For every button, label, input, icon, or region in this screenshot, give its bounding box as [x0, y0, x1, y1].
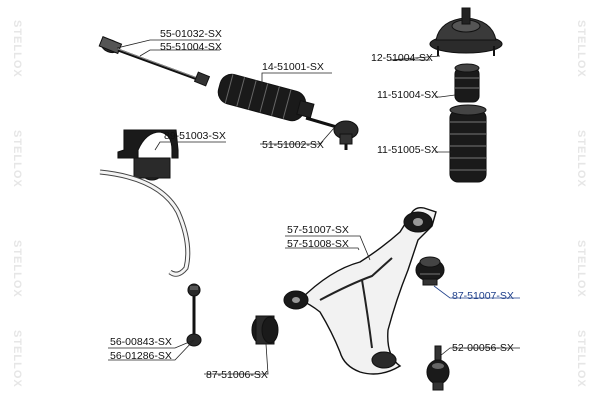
svg-text:STELLOX: STELLOX — [575, 330, 587, 388]
lower-control-arm-part[interactable] — [283, 206, 437, 375]
label-arm-alt[interactable]: 57-51008-SX — [287, 238, 349, 250]
watermark-right: STELLOX STELLOX STELLOX STELLOX — [575, 20, 587, 388]
label-link[interactable]: 56-00843-SX — [110, 336, 172, 348]
label-dust-cover[interactable]: 11-51005-SX — [377, 144, 438, 156]
svg-text:STELLOX: STELLOX — [11, 130, 23, 188]
label-front-bushing[interactable]: 87-51006-SX — [206, 369, 268, 381]
label-tie-rod-alt[interactable]: 55-51004-SX — [160, 41, 222, 53]
watermark-left: STELLOX STELLOX STELLOX STELLOX — [11, 20, 23, 388]
svg-text:STELLOX: STELLOX — [11, 330, 23, 388]
stabilizer-bar-part — [99, 169, 191, 277]
svg-text:STELLOX: STELLOX — [11, 240, 23, 298]
inner-tie-rod-part[interactable] — [98, 36, 211, 87]
strut-mount-part[interactable] — [429, 7, 503, 56]
leader-lines — [108, 39, 520, 375]
stabilizer-bushing-part[interactable] — [117, 129, 179, 181]
tie-rod-end-part[interactable] — [305, 116, 359, 150]
label-stab-bushing[interactable]: 89-51003-SX — [164, 130, 226, 142]
svg-text:STELLOX: STELLOX — [575, 130, 587, 188]
steering-boot-part[interactable] — [216, 72, 316, 126]
label-boot[interactable]: 14-51001-SX — [262, 61, 324, 73]
label-ball-joint[interactable]: 52-00056-SX — [452, 342, 514, 354]
svg-text:STELLOX: STELLOX — [575, 20, 587, 78]
dust-cover-part[interactable] — [449, 104, 487, 183]
svg-text:STELLOX: STELLOX — [575, 240, 587, 298]
label-link-alt[interactable]: 56-01286-SX — [110, 350, 172, 362]
label-bump-stop[interactable]: 11-51004-SX — [377, 89, 438, 101]
stabilizer-link-part[interactable] — [186, 283, 202, 347]
bump-stop-part[interactable] — [454, 63, 480, 103]
ball-joint-part[interactable] — [426, 345, 450, 391]
label-arm-bushing[interactable]: 87-51007-SX — [452, 290, 514, 302]
front-bushing-part[interactable] — [251, 315, 279, 345]
arm-bushing-part[interactable] — [415, 256, 445, 286]
label-strut-mount[interactable]: 12-51004-SX — [371, 52, 433, 64]
label-tie-rod[interactable]: 55-01032-SX — [160, 28, 222, 40]
part-labels: 55-01032-SX 55-51004-SX 14-51001-SX 12-5… — [110, 28, 514, 381]
svg-text:STELLOX: STELLOX — [11, 20, 23, 78]
label-tie-rod-end[interactable]: 51-51002-SX — [262, 139, 324, 151]
label-arm[interactable]: 57-51007-SX — [287, 224, 349, 236]
